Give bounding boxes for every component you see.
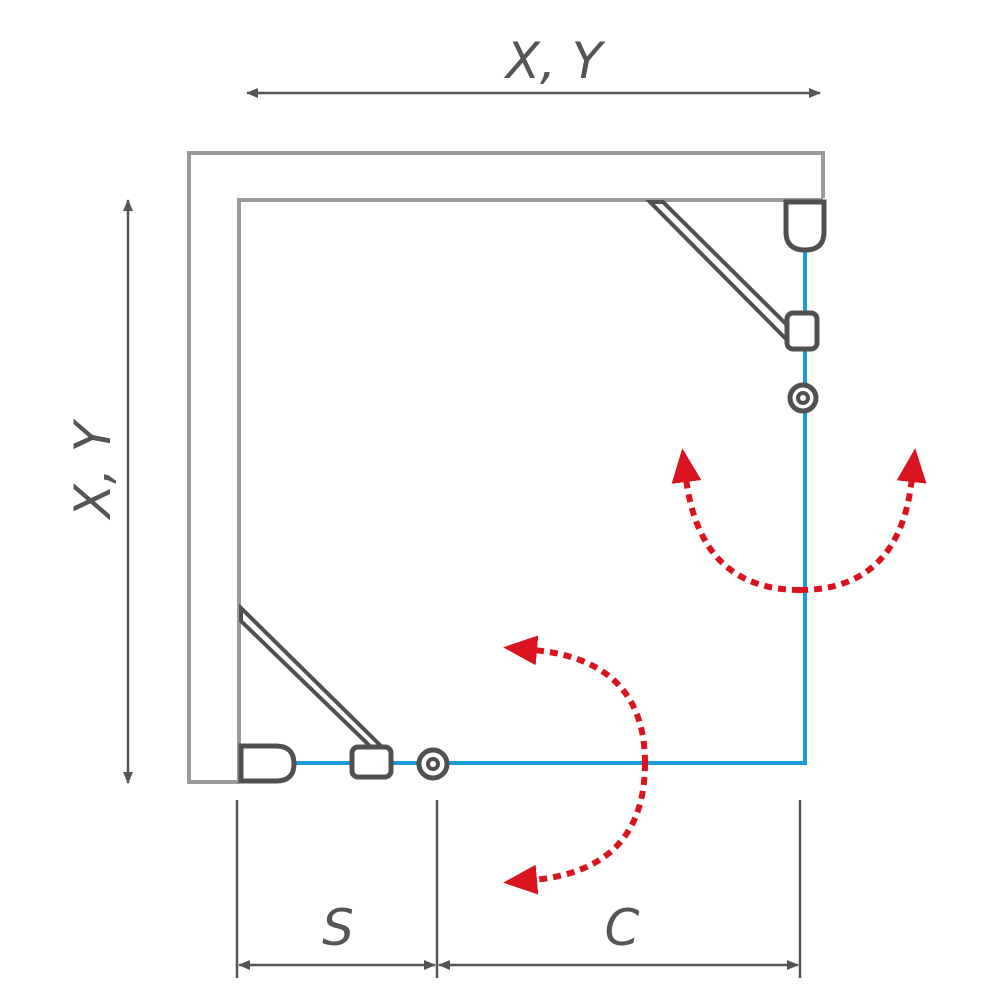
wall-outline bbox=[187, 151, 825, 784]
dimension-lines bbox=[123, 88, 821, 978]
glass-panels bbox=[294, 250, 807, 765]
s-dimension-label: S bbox=[322, 899, 354, 957]
bottom-left-hinge bbox=[238, 743, 297, 784]
top-support-bar bbox=[645, 200, 795, 345]
left-dimension-label: X, Y bbox=[64, 418, 122, 521]
bottom-bar-clamp bbox=[349, 744, 394, 780]
bottom-support-bar bbox=[239, 603, 388, 750]
right-door-knob-icon bbox=[787, 382, 819, 414]
right-door-swing-arrows bbox=[671, 448, 927, 593]
c-dimension-label: C bbox=[605, 899, 640, 957]
front-door-swing-arrows bbox=[503, 635, 648, 895]
top-dimension-label: X, Y bbox=[503, 32, 606, 90]
top-bar-clamp bbox=[784, 310, 820, 352]
top-right-hinge bbox=[783, 199, 827, 253]
front-door-knob-icon bbox=[416, 747, 450, 781]
